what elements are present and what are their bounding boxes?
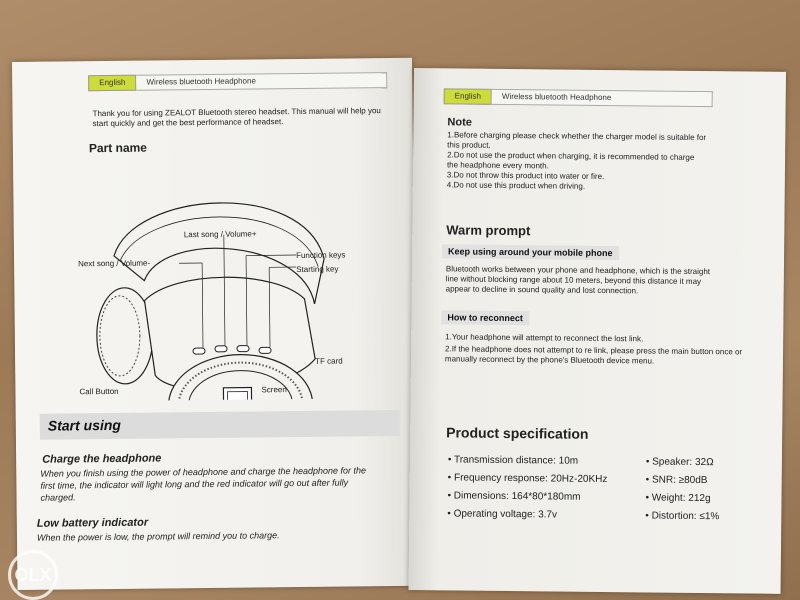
label-next-song: Next song / Volume- — [78, 258, 151, 269]
label-tf-card: TF card — [315, 356, 343, 366]
spec-item: • Transmission distance: 10m — [447, 454, 579, 467]
language-tag: English — [88, 74, 137, 92]
spec-item: • Operating voltage: 3.7v — [447, 508, 558, 521]
low-battery-text: When the power is low, the prompt will r… — [36, 530, 280, 543]
headphone-diagram — [96, 202, 325, 402]
spec-item: • SNR: ≥80dB — [645, 474, 708, 487]
olx-watermark: OLX — [8, 550, 58, 600]
start-using-heading: Start using — [47, 416, 122, 434]
spec-item: • Dimensions: 164*80*180mm — [447, 490, 581, 503]
note-item: 2.Do not use the product when charging, … — [446, 150, 695, 171]
spec-item: • Speaker: 32Ω — [645, 456, 714, 469]
charge-heading: Charge the headphone — [42, 452, 162, 466]
spec-heading: Product specification — [446, 424, 589, 442]
warm-prompt-heading: Warm prompt — [446, 222, 531, 239]
spec-item: • Weight: 212g — [645, 492, 711, 505]
low-battery-heading: Low battery indicator — [36, 516, 149, 530]
intro-text: Thank you for using ZEALOT Bluetooth ste… — [92, 106, 381, 129]
spec-item: • Frequency response: 20Hz-20KHz — [447, 472, 608, 486]
note-item: 4.Do not use this product when driving. — [446, 180, 586, 191]
charge-text: When you finish using the power of headp… — [40, 465, 367, 503]
label-function-keys: Function keys — [295, 250, 346, 261]
spec-item: • Distortion: ≤1% — [645, 510, 720, 523]
label-last-song: Last song / Volume+ — [183, 229, 257, 240]
note-item: 1.Before charging please check whether t… — [447, 130, 707, 150]
part-name-heading: Part name — [88, 140, 148, 156]
reconnect-heading: How to reconnect — [441, 310, 529, 326]
notes-list: 1.Before charging please check whether t… — [447, 130, 708, 193]
note-heading: Note — [447, 116, 472, 129]
keep-using-text: Bluetooth works between your phone and h… — [445, 264, 711, 296]
language-tag: English — [443, 88, 493, 105]
label-call-button: Call Button — [79, 386, 119, 397]
start-using-bar: Start using — [39, 409, 400, 440]
keep-using-heading: Keep using around your mobile phone — [442, 244, 619, 261]
label-starting-key: Starting key — [296, 264, 339, 275]
header-title: Wireless bluetooth Headphone — [491, 88, 714, 108]
header-title: Wireless bluetooth Headphone — [136, 72, 388, 91]
reconnect-step-1: 1.Your headphone will attempt to reconne… — [445, 332, 644, 344]
label-screen: Screen — [261, 385, 287, 395]
reconnect-step-2: 2.If the headphone does not attempt to r… — [444, 344, 743, 366]
